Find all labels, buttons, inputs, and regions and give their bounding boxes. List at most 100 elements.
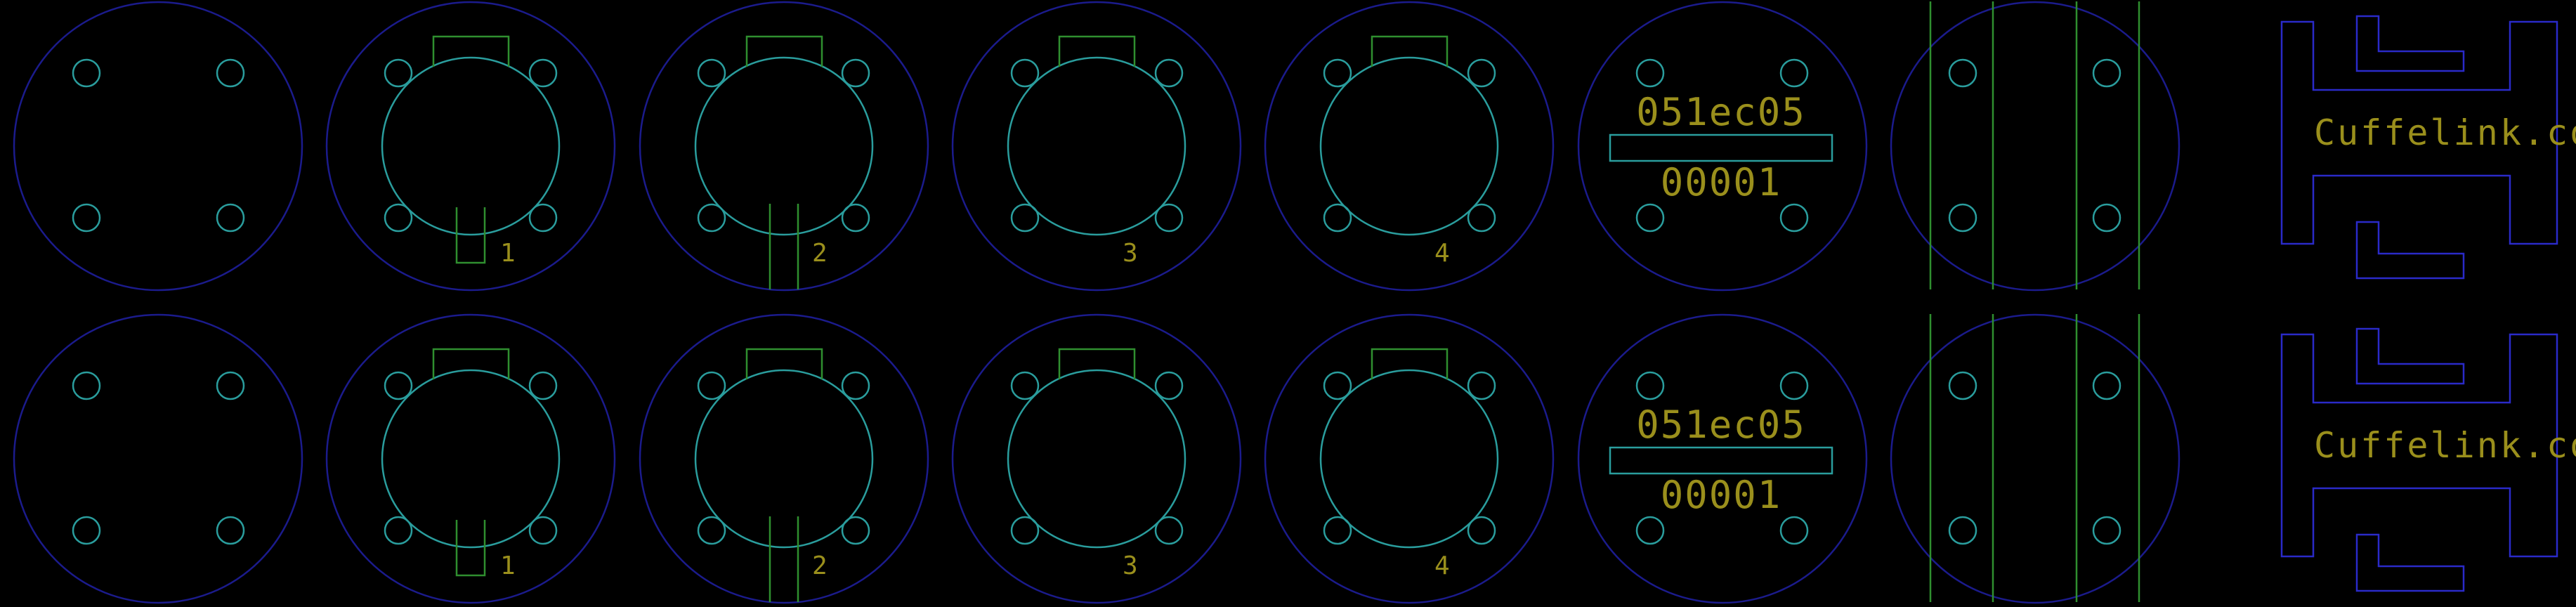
layer-disc-4: 4 bbox=[1264, 1, 1555, 292]
blank-disc bbox=[13, 1, 303, 292]
mount-hole bbox=[72, 371, 101, 400]
top-notch bbox=[745, 348, 823, 379]
top-notch bbox=[1058, 348, 1136, 379]
part-number-label: 3 bbox=[1123, 239, 1138, 268]
mount-hole bbox=[528, 371, 558, 400]
disc-outline bbox=[1890, 313, 2181, 604]
top-notch bbox=[1058, 35, 1136, 67]
mount-hole bbox=[1467, 516, 1496, 545]
mount-hole bbox=[1154, 371, 1184, 400]
part-number-label: 3 bbox=[1123, 551, 1138, 580]
mount-hole bbox=[1948, 58, 1977, 88]
mount-hole bbox=[216, 516, 245, 545]
mount-hole bbox=[841, 58, 870, 88]
top-notch bbox=[745, 35, 823, 67]
mount-hole bbox=[1635, 203, 1665, 233]
mount-hole bbox=[216, 203, 245, 233]
mount-hole bbox=[1154, 58, 1184, 88]
inner-ring bbox=[694, 56, 874, 236]
h-profile-outline bbox=[2280, 333, 2558, 558]
bottom-notch bbox=[455, 520, 486, 577]
mount-hole bbox=[384, 203, 413, 233]
upper-tab-outline bbox=[2355, 327, 2465, 385]
part-number-label: 1 bbox=[500, 551, 516, 580]
mount-hole bbox=[841, 371, 870, 400]
disc-outline bbox=[639, 313, 929, 604]
mount-hole bbox=[697, 371, 726, 400]
mount-hole bbox=[384, 516, 413, 545]
mount-hole bbox=[1948, 516, 1977, 545]
layer-disc-3: 3 bbox=[951, 1, 1242, 292]
disc-outline bbox=[1577, 313, 1868, 604]
part-number-label: 2 bbox=[812, 551, 828, 580]
mount-hole bbox=[1467, 371, 1496, 400]
disc-outline bbox=[13, 313, 303, 604]
top-notch bbox=[432, 348, 510, 379]
lower-tab-outline bbox=[2355, 221, 2465, 280]
mount-hole bbox=[1467, 203, 1496, 233]
mount-hole bbox=[216, 371, 245, 400]
mount-hole bbox=[1635, 371, 1665, 400]
disc-outline bbox=[325, 1, 616, 292]
serial-slot bbox=[1609, 446, 1833, 475]
mount-hole bbox=[1323, 371, 1352, 400]
mount-hole bbox=[72, 58, 101, 88]
layer-disc-4: 4 bbox=[1264, 313, 1555, 604]
inner-ring bbox=[1319, 369, 1499, 549]
serial-code-top: 051ec05 bbox=[1636, 403, 1806, 447]
mount-hole bbox=[528, 58, 558, 88]
mount-hole bbox=[1323, 516, 1352, 545]
brand-profile: Cuffelink.com bbox=[2280, 327, 2576, 592]
disc-outline bbox=[1577, 1, 1868, 292]
drawing-row-2: 1 2 3 bbox=[13, 313, 2576, 604]
mount-hole bbox=[1010, 203, 1040, 233]
part-number-label: 1 bbox=[500, 239, 516, 268]
layer-disc-2: 2 bbox=[639, 1, 929, 292]
mount-hole bbox=[1323, 203, 1352, 233]
serial-code-bottom: 00001 bbox=[1661, 473, 1782, 517]
mount-hole bbox=[841, 203, 870, 233]
disc-outline bbox=[1890, 1, 2181, 292]
brand-profile: Cuffelink.com bbox=[2280, 15, 2576, 280]
part-number-label: 4 bbox=[1434, 239, 1450, 268]
blank-disc bbox=[13, 313, 303, 604]
disc-outline bbox=[951, 313, 1242, 604]
mount-hole bbox=[1779, 58, 1809, 88]
mount-hole bbox=[1154, 516, 1184, 545]
upper-tab-outline bbox=[2355, 15, 2465, 72]
inner-ring bbox=[1007, 56, 1186, 236]
mount-hole bbox=[697, 516, 726, 545]
mount-hole bbox=[1948, 203, 1977, 233]
lower-tab-outline bbox=[2355, 533, 2465, 592]
mount-hole bbox=[697, 203, 726, 233]
inner-ring bbox=[381, 56, 561, 236]
bar-slot-disc bbox=[1890, 1, 2181, 292]
disc-outline bbox=[1264, 313, 1555, 604]
serial-disc: 051ec05 00001 bbox=[1577, 313, 1868, 604]
mount-hole bbox=[72, 203, 101, 233]
top-notch bbox=[1371, 35, 1449, 67]
mount-hole bbox=[2092, 58, 2121, 88]
disc-outline bbox=[951, 1, 1242, 292]
inner-ring bbox=[1319, 56, 1499, 236]
layer-disc-1: 1 bbox=[325, 1, 616, 292]
mount-hole bbox=[2092, 371, 2121, 400]
mount-hole bbox=[216, 58, 245, 88]
bar-slot-disc bbox=[1890, 313, 2181, 604]
top-notch bbox=[432, 35, 510, 67]
mount-hole bbox=[697, 58, 726, 88]
disc-outline bbox=[1264, 1, 1555, 292]
mount-hole bbox=[1779, 203, 1809, 233]
mount-hole bbox=[1779, 516, 1809, 545]
disc-outline bbox=[639, 1, 929, 292]
disc-outline bbox=[325, 313, 616, 604]
mount-hole bbox=[1010, 371, 1040, 400]
mount-hole bbox=[528, 203, 558, 233]
mount-hole bbox=[1635, 58, 1665, 88]
h-profile-outline bbox=[2280, 20, 2558, 245]
mount-hole bbox=[1010, 58, 1040, 88]
layer-disc-2: 2 bbox=[639, 313, 929, 604]
serial-slot bbox=[1609, 133, 1833, 162]
